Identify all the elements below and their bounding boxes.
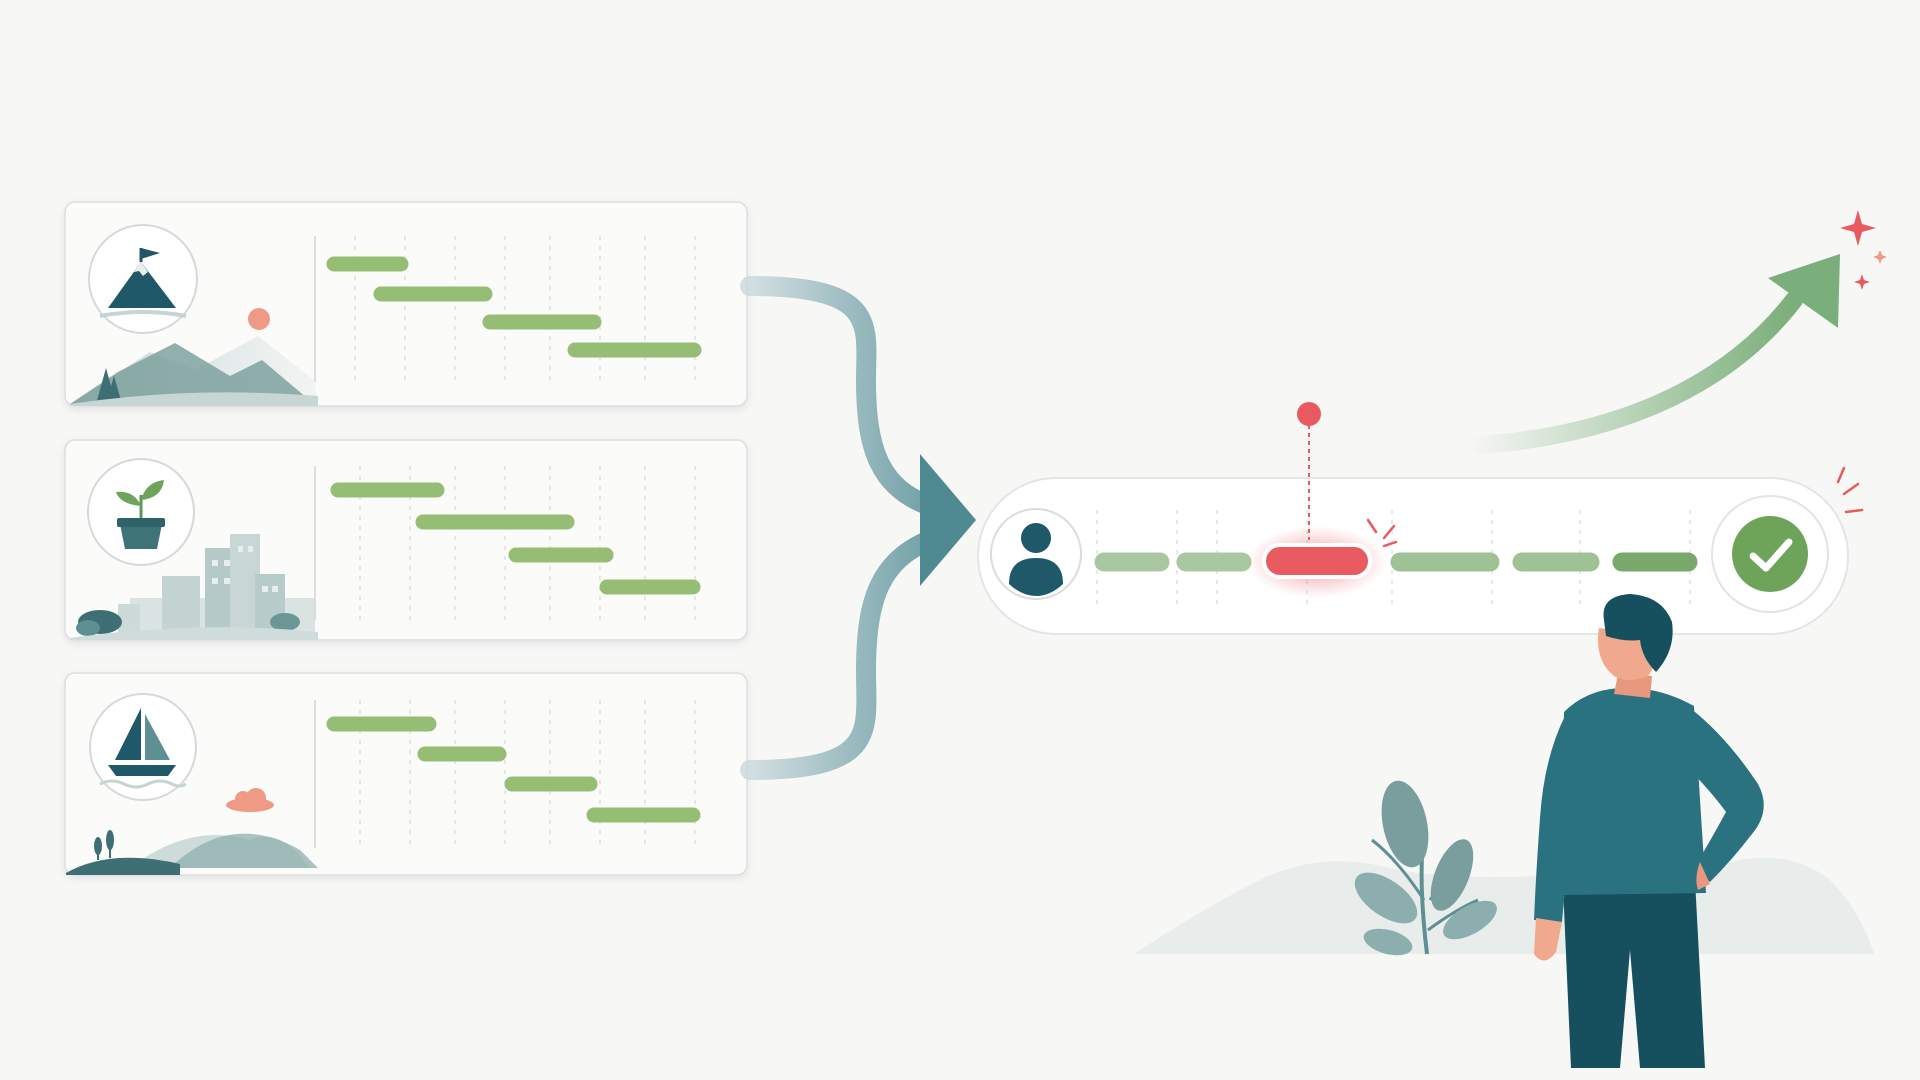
standing-person <box>1534 594 1764 1068</box>
sun-icon <box>248 308 270 330</box>
background-hills <box>1134 857 1874 954</box>
flow-arrow-bottom <box>740 530 940 780</box>
timeline-segments <box>1094 526 1698 598</box>
arrow-head <box>920 454 976 586</box>
mountain-flag-icon <box>88 224 198 334</box>
flow-arrow-top <box>740 276 940 516</box>
cloud-icon <box>226 788 274 812</box>
hills-landscape <box>66 830 318 875</box>
city-skyline <box>70 534 318 640</box>
mountains-landscape <box>70 336 318 406</box>
leaf-plant <box>1354 780 1497 956</box>
project-card-1[interactable] <box>64 201 748 407</box>
gantt-chart <box>314 466 701 620</box>
plant-pot-icon <box>87 458 195 566</box>
project-card-2[interactable] <box>64 439 748 641</box>
checkmark-icon[interactable] <box>1711 495 1829 613</box>
converging-arrows <box>740 276 942 780</box>
sparkle-icon <box>1840 210 1887 290</box>
pin-marker-icon <box>1297 402 1321 540</box>
project-card-3[interactable] <box>64 672 748 876</box>
person-icon[interactable] <box>990 508 1082 600</box>
blocked-segment[interactable] <box>1262 543 1372 579</box>
sailboat-icon <box>89 693 197 801</box>
trend-up-arrow-icon <box>1459 254 1840 455</box>
gantt-chart <box>314 700 701 848</box>
gantt-chart <box>314 236 702 382</box>
alert-rays <box>1366 466 1864 548</box>
